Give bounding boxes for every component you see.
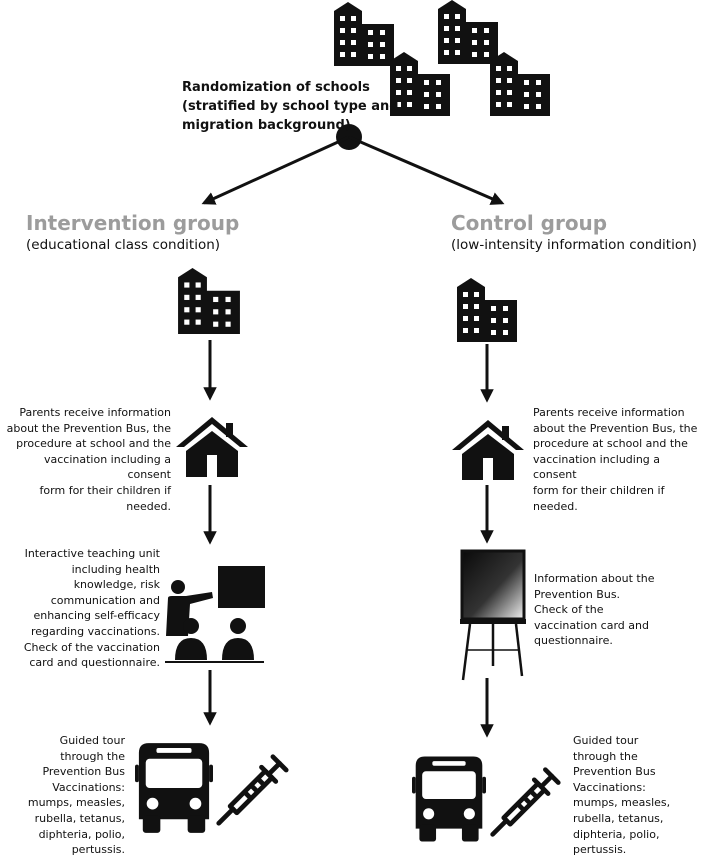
text-line: Vaccinations:	[52, 780, 125, 794]
control-group-title: Control group	[451, 211, 608, 235]
school-building-icon	[457, 278, 517, 342]
text-line: questionnaire.	[534, 634, 613, 648]
classroom-teaching-icon	[165, 566, 265, 663]
text-line: Guided tour	[59, 734, 125, 747]
text-line: Prevention Bus	[573, 765, 656, 779]
text-line: vaccination including a consent	[43, 452, 171, 482]
intervention-bus-text: Guided tour through the Prevention Bus V…	[28, 733, 125, 858]
randomization-label: Randomization of schools (stratified by …	[182, 78, 399, 135]
text-line: Prevention Bus	[42, 765, 125, 779]
text-line: card and questionnaire.	[29, 656, 160, 670]
text-line: through the	[573, 749, 638, 763]
intervention-teaching-text: Interactive teaching unit including heal…	[24, 546, 160, 671]
text-line: diphteria, polio,	[573, 827, 660, 841]
randomization-line: Randomization of schools	[182, 80, 370, 95]
text-line: Information about the	[534, 572, 655, 585]
text-line: Check of the	[534, 603, 604, 617]
text-line: rubella, tetanus,	[34, 811, 125, 825]
text-line: Interactive teaching unit	[24, 547, 160, 560]
school-building-icon	[490, 52, 550, 116]
text-line: regarding vaccinations.	[30, 624, 160, 638]
randomization-line: (stratified by school type and	[182, 99, 399, 114]
text-line: procedure at school and the	[16, 437, 171, 451]
text-line: Guided tour	[573, 734, 639, 747]
text-line: Check of the vaccination	[23, 640, 160, 654]
school-building-icon	[334, 2, 394, 66]
syringe-icon	[493, 770, 559, 835]
bus-icon	[412, 756, 486, 842]
text-line: rubella, tetanus,	[573, 811, 664, 825]
home-icon	[176, 417, 248, 477]
home-icon	[452, 420, 524, 480]
text-line: procedure at school and the	[533, 437, 688, 451]
flipchart-easel-icon	[460, 549, 526, 681]
intervention-parents-text: Parents receive information about the Pr…	[0, 405, 171, 514]
text-line: mumps, measles,	[27, 796, 125, 810]
text-line: about the Prevention Bus, the	[6, 421, 171, 435]
intervention-group-subtitle: (educational class condition)	[26, 237, 221, 253]
text-line: knowledge, risk	[73, 578, 160, 592]
school-building-icon	[178, 268, 240, 334]
text-line: enhancing self-efficacy	[33, 609, 160, 623]
text-line: pertussis.	[71, 843, 125, 857]
control-group-subtitle: (low-intensity information condition)	[451, 237, 697, 253]
text-line: vaccination card and	[534, 618, 649, 632]
text-line: Prevention Bus.	[534, 587, 621, 601]
text-line: vaccination including a consent	[533, 452, 661, 482]
randomization-line: migration background)	[182, 118, 351, 133]
control-parents-text: Parents receive information about the Pr…	[533, 405, 703, 514]
syringe-icon	[219, 757, 286, 824]
text-line: communication and	[50, 593, 160, 607]
text-line: diphteria, polio,	[38, 827, 125, 841]
text-line: Parents receive information	[19, 406, 171, 419]
intervention-group-title: Intervention group	[26, 211, 240, 235]
branch-arrow-intervention	[201, 135, 350, 205]
text-line: including health	[71, 562, 160, 576]
text-line: needed.	[533, 499, 578, 513]
text-line: pertussis.	[573, 843, 627, 857]
text-line: form for their children if	[533, 483, 665, 497]
text-line: through the	[60, 749, 125, 763]
text-line: about the Prevention Bus, the	[533, 421, 698, 435]
text-line: needed.	[126, 499, 171, 513]
text-line: Vaccinations:	[573, 780, 646, 794]
control-bus-text: Guided tour through the Prevention Bus V…	[573, 733, 670, 858]
control-info-text: Information about the Prevention Bus. Ch…	[534, 571, 654, 649]
text-line: form for their children if	[39, 483, 171, 497]
school-building-icon	[438, 0, 498, 64]
branch-arrow-control	[348, 135, 505, 205]
text-line: Parents receive information	[533, 406, 685, 419]
text-line: mumps, measles,	[573, 796, 671, 810]
bus-icon	[135, 743, 213, 833]
